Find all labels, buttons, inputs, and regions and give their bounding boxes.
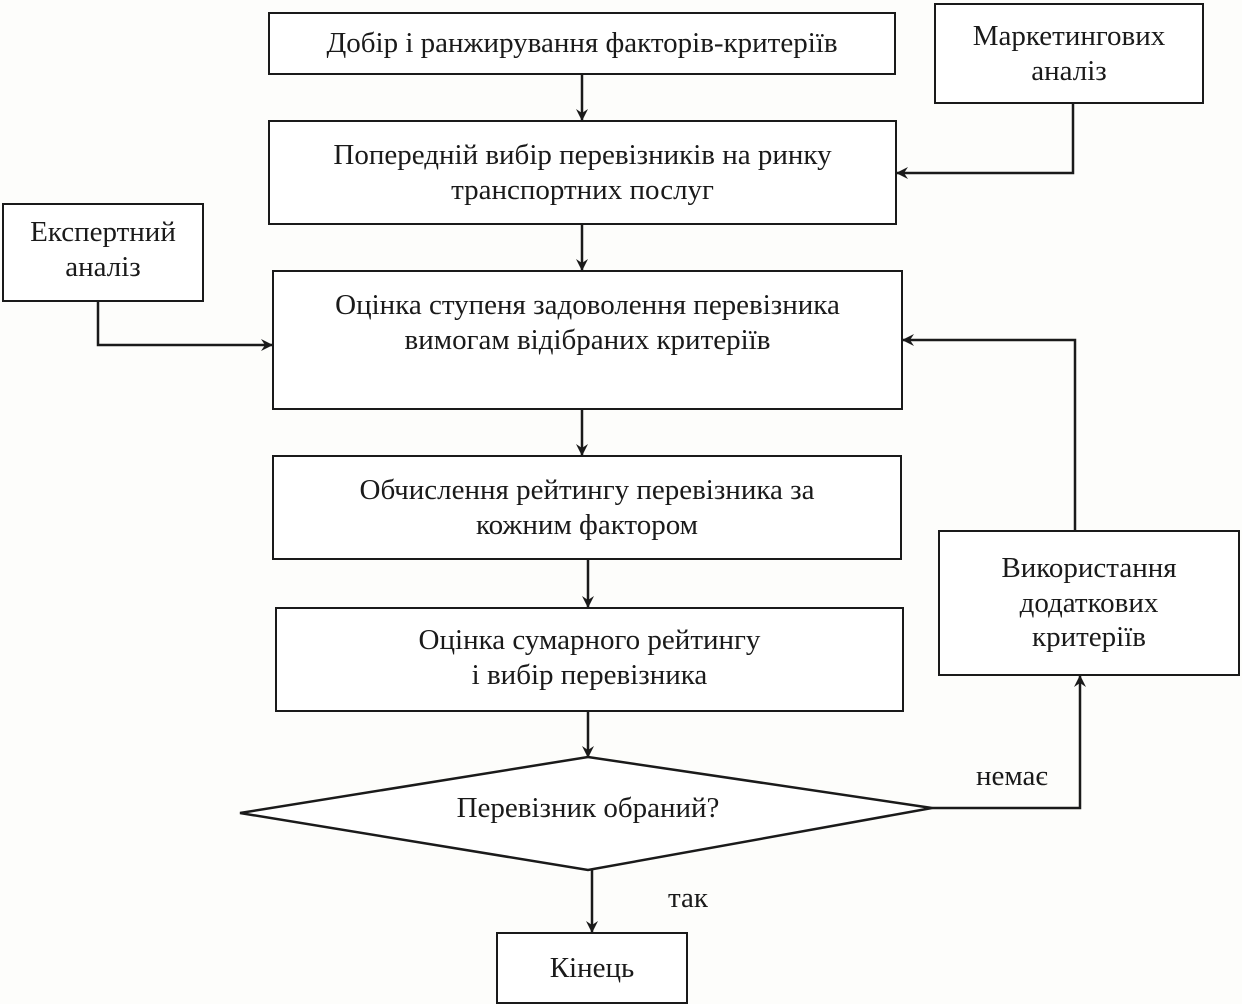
arrow-marketing-to-preliminary	[896, 104, 1075, 179]
label-yes: так	[668, 882, 708, 914]
arrow-expert-to-assessment	[96, 302, 273, 351]
box-additional-criteria: Використання додаткових критеріїв	[938, 530, 1240, 676]
box-satisfaction-assessment: Оцінка ступеня задоволення перевізника в…	[272, 270, 903, 410]
box-factor-selection: Добір і ранжирування факторів-критеріїв	[268, 12, 896, 75]
box-rating-calculation: Обчислення рейтингу перевізника за кожни…	[272, 455, 902, 560]
arrow-decision-to-additional	[932, 675, 1086, 810]
box-end: Кінець	[496, 932, 688, 1004]
arrow-additional-to-assessment	[902, 334, 1077, 530]
decision-question: Перевізник обраний?	[456, 792, 720, 824]
label-no: немає	[976, 760, 1048, 792]
box-total-rating: Оцінка сумарного рейтингу і вибір переві…	[275, 607, 904, 712]
box-expert-analysis: Експертний аналіз	[2, 203, 204, 302]
box-preliminary-selection: Попередній вибір перевізників на ринку т…	[268, 120, 897, 225]
box-marketing-analysis: Маркетингових аналіз	[934, 3, 1204, 104]
